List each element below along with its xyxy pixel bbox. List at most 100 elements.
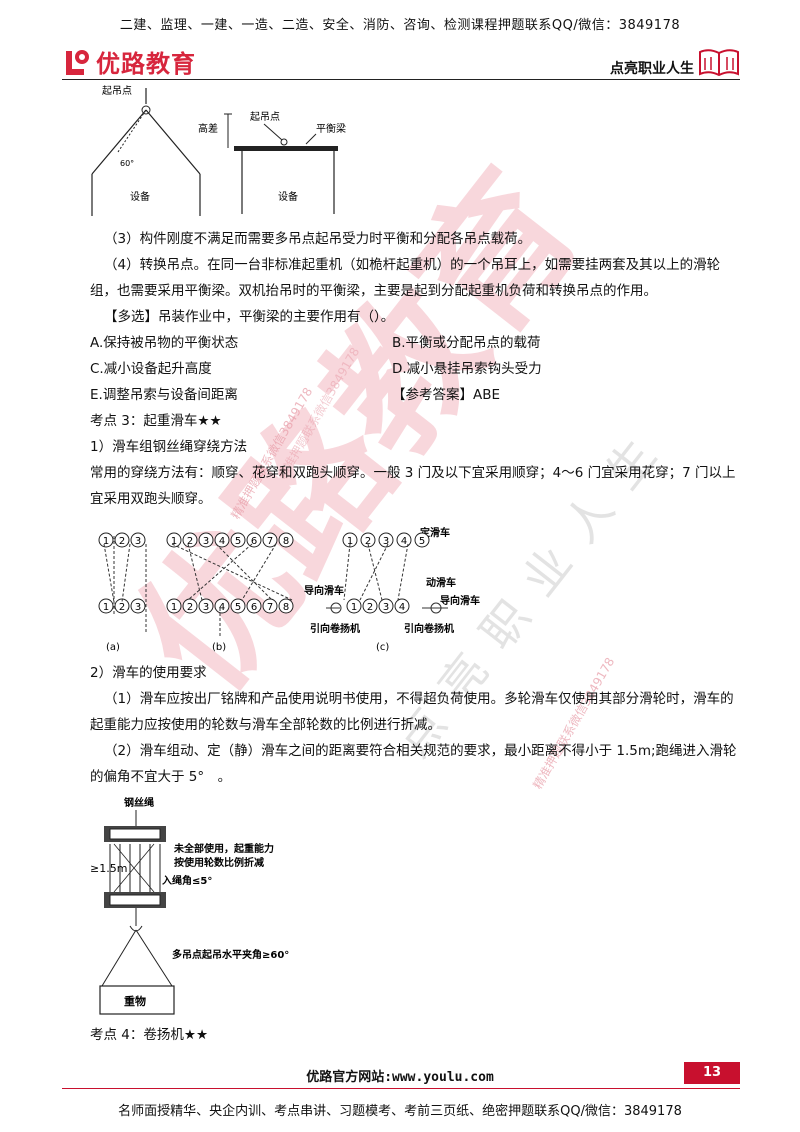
pulley-b-bottom-sheave <box>262 598 278 614</box>
label-winch-right: 引向卷扬机 <box>404 622 454 635</box>
item-4-text: （4）转换吊点。在同一台非标准起重机（如桅杆起重机）的一个吊耳上，如需要挂两套及… <box>90 257 721 299</box>
pulley-c-top-sheave <box>360 532 376 548</box>
pulley-b-top-number: 3 <box>203 536 209 547</box>
label-angle-left: 60° <box>120 159 134 168</box>
pulley-c-top-number: 2 <box>365 536 371 547</box>
pulley-b-bottom-number: 6 <box>251 602 257 613</box>
logo-text: 优路教育 <box>96 49 196 78</box>
pulley-b-bottom-number: 1 <box>171 602 177 613</box>
label-guide-pulley-right: 导向滑车 <box>440 594 480 607</box>
label-balance-beam: 平衡梁 <box>316 122 346 135</box>
pulley-c-top-number: 4 <box>401 536 407 547</box>
subheading-use-requirements: 2）滑车的使用要求 <box>90 665 207 681</box>
pulley-c-top-number: 1 <box>347 536 353 547</box>
options-row-ab: A.保持被吊物的平衡状态 B.平衡或分配吊点的载荷 <box>90 330 740 356</box>
pulley-b-bottom-sheave <box>198 598 214 614</box>
pulley-c-bottom-sheave <box>346 598 362 614</box>
pulley-a-top-sheave <box>114 532 130 548</box>
pulley-b-top-number: 1 <box>171 536 177 547</box>
pulley-b-top-number: 6 <box>251 536 257 547</box>
pulley-b-bottom-sheave <box>230 598 246 614</box>
pulley-a-bottom-sheave <box>98 598 114 614</box>
pulley-b-top-sheave <box>182 532 198 548</box>
section-pulley-use: 2）滑车的使用要求 （1）滑车应按出厂铭牌和产品使用说明书使用，不得超负荷使用。… <box>90 660 740 790</box>
label-guide-pulley-left: 导向滑车 <box>304 584 344 597</box>
pulley-a-bottom-sheave <box>130 598 146 614</box>
pulley-b-top-sheave <box>214 532 230 548</box>
pulley-b-top-sheave <box>262 532 278 548</box>
pulley-c-bottom-sheave <box>394 598 410 614</box>
item-3-text: （3）构件刚度不满足而需要多吊点起吊受力时平衡和分配各吊点载荷。 <box>104 231 532 247</box>
pulley-a-top-number: 1 <box>103 536 109 547</box>
label-b: (b) <box>212 642 226 653</box>
requirement-2-text: （2）滑车组动、定（静）滑车之间的距离要符合相关规范的要求，最小距离不得小于 1… <box>90 743 737 785</box>
label-height-diff: 高差 <box>198 122 218 135</box>
pulley-b-top-sheave <box>278 532 294 548</box>
options-row-cd: C.减小设备起升高度 D.减小悬挂吊索钩头受力 <box>90 356 740 382</box>
label-angle: 入绳角≤5° <box>162 874 212 887</box>
pulley-b-top-number: 7 <box>267 536 273 547</box>
footer-divider <box>62 1088 740 1089</box>
subheading-threading: 1）滑车组钢丝绳穿绕方法 <box>90 439 248 455</box>
section-winch: 考点 4：卷扬机★★ <box>90 1022 740 1048</box>
page-header: 优路教育 点亮职业人生 <box>62 44 740 80</box>
logo-mark-icon <box>66 49 89 75</box>
page-number-badge: 13 <box>684 1062 740 1084</box>
point-3-heading: 考点 3：起重滑车★★ <box>90 413 222 429</box>
pulley-b-top-sheave <box>246 532 262 548</box>
reference-answer: 【参考答案】ABE <box>392 387 501 403</box>
pulley-b-bottom-sheave <box>246 598 262 614</box>
label-moving-pulley: 动滑车 <box>426 576 456 589</box>
label-multi-point-angle: 多吊点起吊水平夹角≥60° <box>172 948 289 961</box>
figure-balance-beam: 起吊点 60° 设备 <box>91 85 201 216</box>
label-wire-rope: 钢丝绳 <box>124 796 154 809</box>
pulley-c-top-sheave <box>378 532 394 548</box>
pulley-b-bottom-sheave <box>182 598 198 614</box>
label-winch-left: 引向卷扬机 <box>310 622 360 635</box>
pulley-a-bottom-number: 1 <box>103 602 109 613</box>
pulley-b-top-number: 8 <box>283 536 289 547</box>
pulley-c-bottom-number: 3 <box>383 602 389 613</box>
book-icon <box>699 49 739 76</box>
question-text: 【多选】吊装作业中，平衡梁的主要作用有（）。 <box>104 309 395 325</box>
pulley-b-bottom-number: 4 <box>219 602 225 613</box>
pulley-a-top-number: 2 <box>119 536 125 547</box>
label-lift-point-right: 起吊点 <box>250 111 280 123</box>
label-equipment-right: 设备 <box>278 190 298 203</box>
label-load: 重物 <box>124 994 146 1008</box>
option-d: D.减小悬挂吊索钩头受力 <box>392 361 542 377</box>
pulley-a-top-sheave <box>130 532 146 548</box>
pulley-c-bottom-number: 4 <box>399 602 405 613</box>
pulley-a-top-sheave <box>98 532 114 548</box>
pulley-c-bottom-number: 1 <box>351 602 357 613</box>
pulley-c-top-sheave <box>414 532 430 548</box>
figure-pulley-block: 钢丝绳 未全部使用，起重能力 按使用轮数比例折减 ≥1.5m 入绳角≤5° 多吊… <box>90 796 289 1015</box>
pulley-c-bottom-sheave <box>378 598 394 614</box>
pulley-b-bottom-number: 7 <box>267 602 273 613</box>
pulley-b-bottom-number: 8 <box>283 602 289 613</box>
option-a: A.保持被吊物的平衡状态 <box>90 335 239 351</box>
pulley-a-top-number: 3 <box>135 536 141 547</box>
point-4-heading: 考点 4：卷扬机★★ <box>90 1027 209 1043</box>
pulley-b-top-sheave <box>166 532 182 548</box>
label-distance: ≥1.5m <box>90 862 127 875</box>
pulley-c-bottom-sheave <box>362 598 378 614</box>
pulley-c-top-sheave <box>396 532 412 548</box>
option-c: C.减小设备起升高度 <box>90 361 212 377</box>
label-lift-point-left: 起吊点 <box>102 85 132 97</box>
pulley-c-top-number: 5 <box>419 536 425 547</box>
pulley-b-bottom-sheave <box>278 598 294 614</box>
pulley-b-top-sheave <box>198 532 214 548</box>
pulley-b-top-sheave <box>230 532 246 548</box>
option-e: E.调整吊索与设备间距离 <box>90 387 238 403</box>
requirement-1-text: （1）滑车应按出厂铭牌和产品使用说明书使用，不得超负荷使用。多轮滑车仅使用其部分… <box>90 691 734 733</box>
label-note-2: 按使用轮数比例折减 <box>174 856 264 869</box>
footer-website: 优路官方网站:www.youlu.com <box>306 1070 494 1085</box>
pulley-b-bottom-number: 3 <box>203 602 209 613</box>
top-banner: 二建、监理、一建、一造、二造、安全、消防、咨询、检测课程押题联系QQ/微信：38… <box>119 18 681 33</box>
figure-balance-beam-right: 高差 起吊点 平衡梁 设备 <box>198 111 346 214</box>
label-c: (c) <box>376 642 389 653</box>
header-slogan: 点亮职业人生 <box>610 61 694 77</box>
